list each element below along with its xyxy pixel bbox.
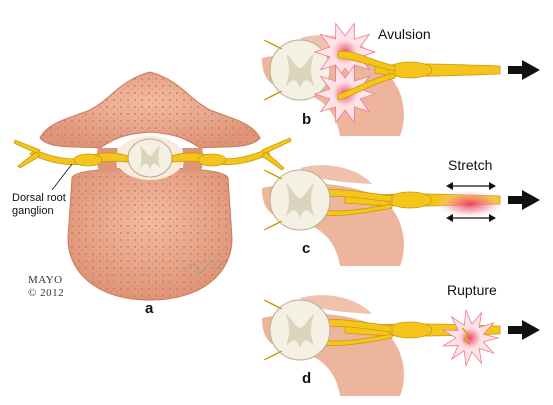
label-stretch: Stretch [448, 157, 493, 173]
ganglion-c [387, 191, 433, 209]
direction-arrow-d [508, 320, 540, 340]
mayo-credit-line1: MAYO [28, 274, 63, 286]
panel-c [262, 165, 540, 266]
panel-label-d: d [302, 370, 312, 387]
ganglion-b [387, 61, 433, 79]
ganglion-d [387, 321, 433, 339]
label-dorsal-root-line2: ganglion [12, 205, 54, 217]
direction-arrow-b [508, 60, 540, 80]
label-rupture: Rupture [447, 282, 497, 298]
direction-arrow-c [508, 190, 540, 210]
label-avulsion: Avulsion [378, 26, 431, 42]
panel-label-a: a [145, 300, 154, 317]
injury-panels [262, 22, 540, 396]
label-dorsal-root-line1: Dorsal root [12, 192, 66, 204]
panel-d [262, 295, 540, 396]
mayo-credit-line2: © 2012 [28, 287, 65, 299]
panel-label-c: c [302, 240, 311, 257]
label-dorsal-root-ganglion: Dorsal root ganglion [12, 192, 66, 218]
panel-b [262, 22, 540, 137]
mayo-credit: MAYO © 2012 [28, 274, 64, 300]
stretch-glow [436, 190, 504, 218]
panel-a-vertebra [13, 71, 292, 301]
dorsal-root-leader [51, 163, 73, 191]
nerve-roots [13, 137, 292, 171]
panel-label-b: b [302, 111, 312, 128]
artist-signature [184, 260, 227, 274]
